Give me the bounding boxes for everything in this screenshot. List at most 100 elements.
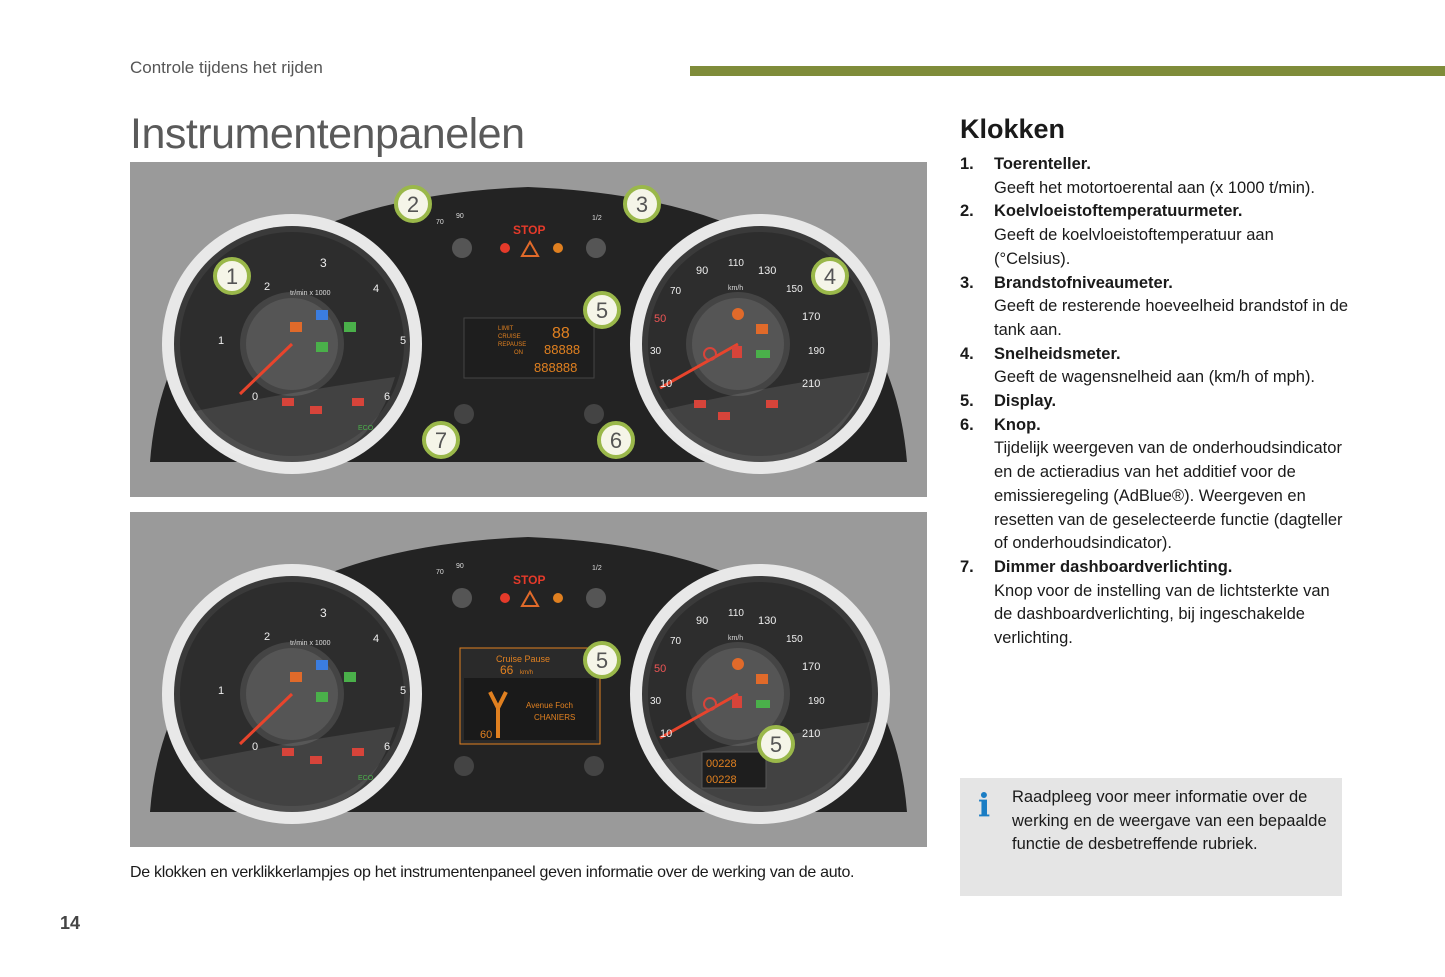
callout-6: 6 (597, 421, 635, 459)
display-line-1: LIMIT (498, 326, 514, 332)
rev-tick-5: 5 (400, 335, 406, 347)
fuel-tick-half: 1/2 (592, 565, 602, 572)
low-beam-icon (316, 692, 328, 702)
speed-tick-210: 210 (802, 378, 820, 390)
rear-fog-icon (290, 672, 302, 682)
airbag-icon (732, 308, 744, 320)
svg-text:2: 2 (407, 192, 419, 217)
svg-text:4: 4 (824, 264, 836, 289)
tyre-pressure-icon (703, 697, 717, 711)
oil-icon (352, 398, 364, 406)
speed-tick-10: 10 (660, 378, 672, 390)
rev-tick-1: 1 (218, 335, 224, 347)
rev-tick-5: 5 (400, 685, 406, 697)
callout-5-odometer: 5 (757, 725, 795, 763)
fog-light-icon (344, 322, 356, 332)
oil-icon (352, 748, 364, 756)
display-trip: 00228 (706, 758, 737, 770)
item-title: Display. (994, 392, 1057, 411)
callout-1: 1 (213, 257, 251, 295)
header-accent-bar (690, 66, 1445, 76)
display-line-3: REPAUSE (498, 342, 526, 348)
svg-text:5: 5 (596, 298, 608, 323)
eco-label: ECO (358, 775, 374, 782)
warning-triangle-icon (520, 239, 540, 257)
callout-2: 2 (394, 185, 432, 223)
speed-tick-50: 50 (654, 663, 666, 675)
callout-3: 3 (623, 185, 661, 223)
rev-tick-3: 3 (320, 606, 327, 620)
charge-icon (766, 400, 778, 408)
item-description: Geeft de koelvloeistoftemperatuur aan (°… (994, 226, 1274, 268)
speed-tick-170: 170 (802, 661, 820, 673)
eco-label: ECO (358, 425, 374, 432)
list-item: 7. Dimmer dashboardverlichting. Knop voo… (960, 556, 1350, 651)
speed-tick-70: 70 (670, 286, 682, 297)
svg-text:5: 5 (596, 648, 608, 673)
item-number: 1. (960, 155, 974, 173)
brake-icon (310, 756, 322, 764)
rev-tick-6: 6 (384, 391, 390, 403)
speed-tick-30: 30 (650, 696, 662, 707)
info-text: Raadpleeg voor meer informatie over de w… (1012, 788, 1327, 854)
engine-icon (756, 324, 768, 334)
item-description: Tijdelijk weergeven van de onderhoudsind… (994, 439, 1343, 553)
display-street: Avenue Foch (526, 701, 573, 710)
rev-tick-0: 0 (252, 391, 258, 403)
rev-tick-0: 0 (252, 741, 258, 753)
list-item: 2. Koelvloeistoftemperatuurmeter. Geeft … (960, 200, 1350, 271)
navigation-arrow-icon (488, 691, 508, 738)
temp-tick-90: 90 (456, 213, 464, 220)
speed-tick-150: 150 (786, 634, 803, 645)
speed-unit-label: km/h (728, 285, 743, 292)
rev-tick-1: 1 (218, 685, 224, 697)
speed-tick-90: 90 (696, 615, 708, 627)
park-assist-icon (756, 350, 770, 358)
display-gear: 88 (552, 325, 570, 342)
item-number: 2. (960, 202, 974, 221)
speed-tick-210: 210 (802, 728, 820, 740)
display-city: CHANIERS (534, 713, 575, 722)
page-title: Instrumentenpanelen (130, 110, 525, 158)
list-item: 6. Knop. Tijdelijk weergeven van de onde… (960, 414, 1350, 556)
rev-tick-3: 3 (320, 256, 327, 270)
display-odo-1: 88888 (544, 342, 580, 357)
item-number: 7. (960, 557, 974, 576)
item-number: 5. (960, 392, 974, 411)
speed-tick-10: 10 (660, 728, 672, 740)
callout-5: 5 (583, 291, 621, 329)
svg-text:7: 7 (435, 428, 447, 453)
high-beam-icon (316, 310, 328, 320)
list-item: 3. Brandstofniveaumeter. Geeft de rester… (960, 272, 1350, 343)
rev-tick-2: 2 (264, 281, 270, 293)
display-odo-2: 888888 (534, 360, 577, 375)
temp-tick-70: 70 (436, 569, 444, 576)
item-title: Snelheidsmeter. (994, 344, 1121, 363)
display-total: 00228 (706, 774, 737, 786)
rev-tick-4: 4 (373, 283, 379, 295)
rev-tick-2: 2 (264, 631, 270, 643)
item-number: 3. (960, 273, 974, 292)
speed-tick-170: 170 (802, 311, 820, 323)
item-description: Geeft de wagensnelheid aan (km/h of mph)… (994, 368, 1316, 387)
speed-tick-110: 110 (728, 608, 744, 619)
speed-tick-30: 30 (650, 346, 662, 357)
rev-tick-6: 6 (384, 741, 390, 753)
stop-label: STOP (513, 223, 545, 237)
fog-light-icon (344, 672, 356, 682)
warning-lamp-icon (694, 400, 706, 408)
callout-7: 7 (422, 421, 460, 459)
speed-tick-50: 50 (654, 313, 666, 325)
battery-icon (282, 398, 294, 406)
display-status: Cruise Pause (496, 654, 550, 664)
instrument-panel-image-2: 3 2 4 5 6 0 1 tr/min x 1000 ECO 10 30 50… (130, 512, 927, 847)
item-title: Knop. (994, 415, 1041, 434)
item-number: 6. (960, 415, 974, 434)
item-description: Knop voor de instelling van de lichtster… (994, 581, 1330, 648)
brake-icon (310, 406, 322, 414)
callout-5-display: 5 (583, 641, 621, 679)
speed-unit-label: km/h (728, 635, 743, 642)
display-line-4: ON (514, 350, 523, 356)
warning-triangle-icon (520, 589, 540, 607)
low-beam-icon (316, 342, 328, 352)
